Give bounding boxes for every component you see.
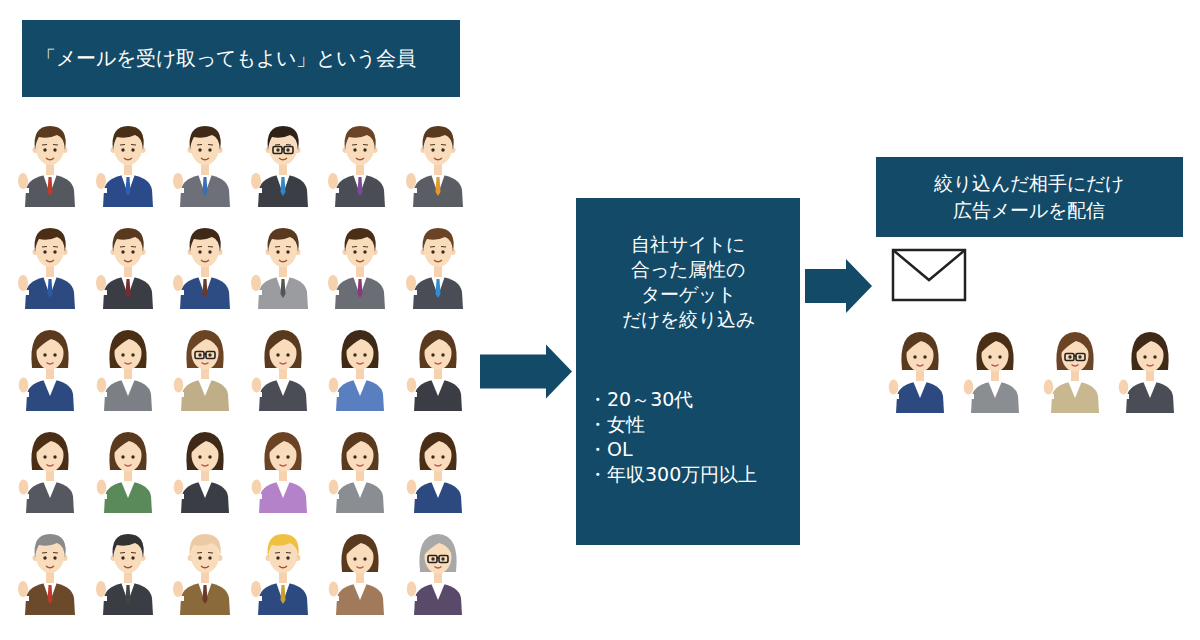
glasses — [428, 556, 448, 563]
person-avatar — [250, 126, 308, 207]
person-avatar — [406, 534, 462, 615]
person-avatar — [173, 432, 229, 513]
person-avatar — [963, 332, 1019, 413]
person-avatar — [172, 534, 230, 615]
person-avatar — [1118, 332, 1174, 413]
person-avatar — [1043, 332, 1099, 413]
person-avatar — [250, 534, 308, 615]
person-avatar — [327, 228, 385, 309]
person-avatar — [95, 126, 153, 207]
person-avatar — [328, 534, 384, 615]
person-avatar — [17, 228, 75, 309]
person-avatar — [18, 330, 74, 411]
person-avatar — [888, 332, 944, 413]
person-avatar — [172, 228, 230, 309]
person-avatar — [17, 534, 75, 615]
person-avatar — [95, 228, 153, 309]
person-avatar — [96, 432, 152, 513]
person-avatar — [405, 228, 463, 309]
envelope-flap — [893, 250, 965, 280]
person-avatar — [328, 432, 384, 513]
glasses — [195, 352, 215, 359]
person-avatar — [18, 432, 74, 513]
criteria-item: ・OL — [588, 437, 757, 462]
node-heading: 絞り込んだ相手にだけ 広告メールを配信 — [929, 170, 1130, 224]
person-avatar — [95, 534, 153, 615]
person-avatar — [96, 330, 152, 411]
glasses — [273, 147, 293, 154]
heading-band: 「メールを受け取ってもよい」という会員 — [22, 20, 460, 97]
envelope-icon — [893, 250, 965, 300]
glasses — [1065, 354, 1085, 361]
criteria-list: ・20～30代・女性・OL・年収300万円以上 — [588, 387, 757, 487]
person-avatar — [250, 228, 308, 309]
person-avatar — [251, 330, 307, 411]
person-avatar — [406, 432, 462, 513]
person-avatar — [251, 432, 307, 513]
block-arrow — [480, 345, 572, 399]
node-heading: 「メールを受け取ってもよい」という会員 — [36, 45, 416, 72]
node-heading: 自社サイトに 合った属性の ターゲット だけを絞り込み — [614, 232, 762, 332]
block-arrow — [805, 259, 872, 313]
person-avatar — [328, 330, 384, 411]
delivery-group: 絞り込んだ相手にだけ 広告メールを配信 — [876, 157, 1185, 415]
filter-box: 自社サイトに 合った属性の ターゲット だけを絞り込み・20～30代・女性・OL… — [576, 198, 800, 545]
criteria-item: ・女性 — [588, 412, 757, 437]
person-avatar — [406, 330, 462, 411]
heading-band: 絞り込んだ相手にだけ 広告メールを配信 — [876, 157, 1183, 237]
criteria-item: ・年収300万円以上 — [588, 462, 757, 487]
person-avatar — [173, 330, 229, 411]
criteria-item: ・20～30代 — [588, 387, 757, 412]
person-avatar — [17, 126, 75, 207]
person-avatar — [327, 126, 385, 207]
member-group: 「メールを受け取ってもよい」という会員 — [15, 20, 475, 625]
person-avatar — [172, 126, 230, 207]
person-avatar — [405, 126, 463, 207]
